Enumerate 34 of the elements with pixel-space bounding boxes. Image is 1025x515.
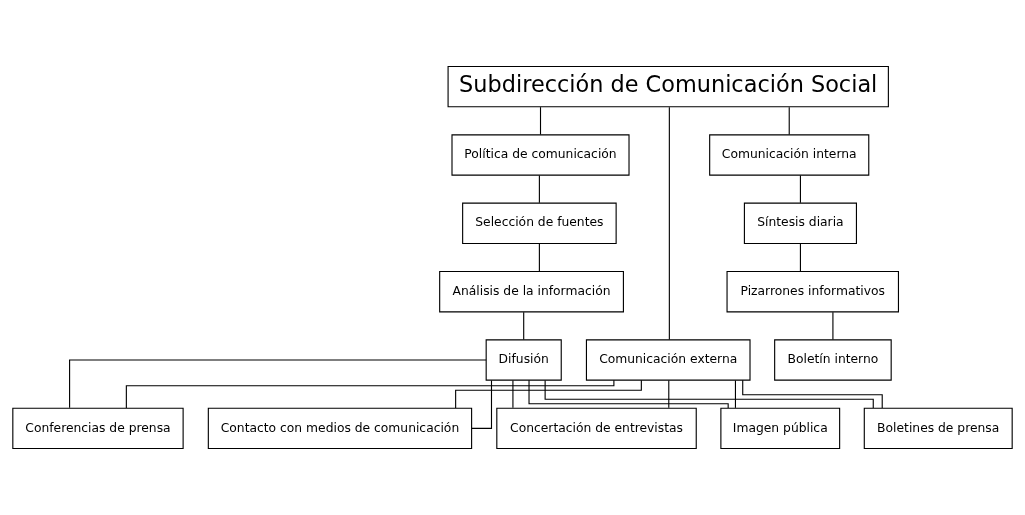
- node-box: Boletín interno: [774, 339, 892, 381]
- node-box: Conferencias de prensa: [12, 407, 184, 450]
- connector: [455, 379, 642, 409]
- node-box: Imagen pública: [720, 407, 841, 450]
- node-box: Concertación de entrevistas: [496, 407, 697, 450]
- connector: [668, 379, 670, 409]
- connector: [538, 174, 540, 204]
- connector: [69, 359, 487, 409]
- connector: [512, 379, 514, 409]
- node-box: Pizarrones informativos: [726, 270, 899, 313]
- connector: [734, 379, 736, 409]
- connector: [668, 106, 670, 341]
- connector: [799, 243, 801, 272]
- node-box: Selección de fuentes: [462, 202, 617, 245]
- connector: [528, 379, 729, 409]
- node-box: Contacto con medios de comunicación: [207, 407, 473, 450]
- node-box: Análisis de la información: [439, 270, 624, 313]
- node-box: Subdirección de Comunicación Social: [447, 65, 889, 108]
- connector: [832, 311, 834, 341]
- node-box: Síntesis diaria: [743, 202, 857, 245]
- connector: [544, 380, 874, 409]
- node-box: Difusión: [485, 339, 562, 381]
- connector: [538, 243, 540, 272]
- connector: [125, 379, 615, 409]
- connector: [742, 379, 883, 409]
- node-box: Boletines de prensa: [863, 407, 1013, 450]
- connector: [523, 311, 525, 341]
- node-box: Política de comunicación: [451, 134, 630, 176]
- connector: [471, 379, 493, 429]
- connector: [539, 106, 542, 136]
- node-box: Comunicación externa: [585, 339, 751, 381]
- node-box: Comunicación interna: [709, 134, 870, 176]
- connector: [799, 174, 801, 204]
- connector: [788, 106, 790, 136]
